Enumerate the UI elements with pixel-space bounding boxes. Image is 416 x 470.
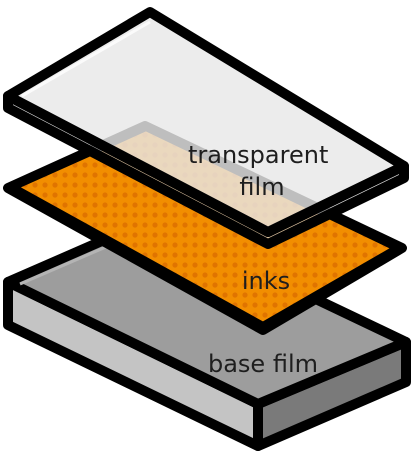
- transparent-film-label-line-1: transparent: [188, 141, 328, 169]
- base-film-label: base film: [208, 350, 318, 378]
- transparent-film-highlight: [21, 20, 151, 98]
- transparent-film-layer: [3, 7, 409, 249]
- transparent-film-label-line-2: film: [239, 173, 284, 201]
- transparent-film-label: transparent film: [188, 141, 336, 201]
- inks-label: inks: [242, 267, 290, 295]
- transparent-film-top-face: [3, 7, 409, 237]
